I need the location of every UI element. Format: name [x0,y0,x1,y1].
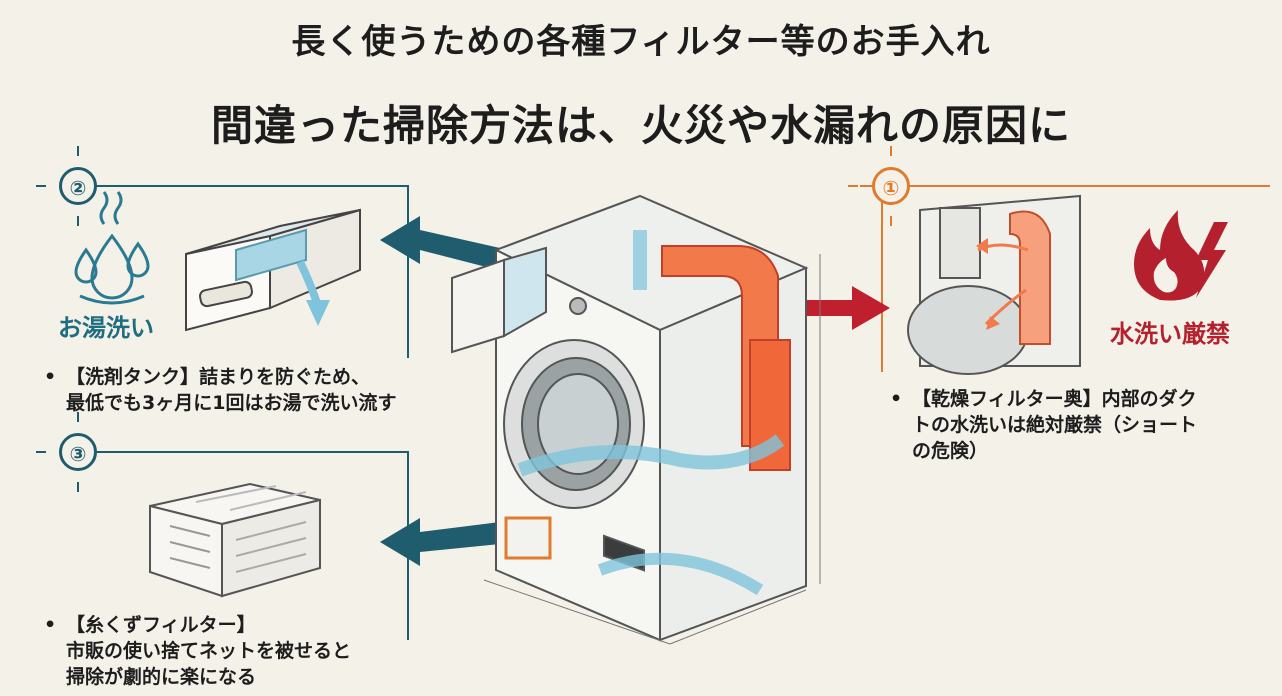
caption-line: 【糸くずフィルター】 [66,614,256,636]
bullet: • [44,366,57,388]
warning-headline: 間違った掃除方法は、火災や水漏れの原因に [210,101,1071,150]
flame-lightning-icon [1134,210,1228,301]
drying-duct-illustration [907,194,1081,375]
lint-filter-caption: • 【糸くずフィルター】 市販の使い捨てネットを被せると 掃除が劇的に楽になる [44,612,352,690]
detergent-tank-caption: • 【洗剤タンク】詰まりを防ぐため、 最低でも3ヶ月に1回はお湯で洗い流す [44,364,397,416]
caption-line: 【洗剤タンク】詰まりを防ぐため、 [66,366,371,388]
no-water-wash-label: 水洗い厳禁 [1110,320,1230,348]
arrow-to-lint-filter [380,518,500,566]
connector-lines [36,146,1270,640]
caption-line: トの水洗いは絶対厳禁（ショート [912,414,1198,436]
main-title: 長く使うための各種フィルター等のお手入れ [291,22,991,62]
section-number-2: ② [59,167,97,205]
water-drops-steam-icon [74,191,150,305]
hot-water-wash-label: お湯洗い [58,314,154,342]
bullet: • [44,614,57,636]
caption-line: 市販の使い捨てネットを被せると [66,640,352,662]
caption-line: 最低でも3ヶ月に1回はお湯で洗い流す [66,392,397,414]
section-number-3: ③ [59,433,97,471]
detergent-drawer-illustration [185,208,361,332]
caption-line: 掃除が劇的に楽になる [66,666,257,688]
drying-filter-caption: • 【乾燥フィルター奥】内部のダク トの水洗いは絶対厳禁（ショート の危険） [890,386,1198,464]
washing-machine-illustration [451,194,821,645]
section-number-1: ① [872,167,910,205]
caption-line: の危険） [912,440,989,462]
arrow-to-duct [790,286,890,330]
arrow-to-detergent [380,216,500,270]
caption-line: 【乾燥フィルター奥】内部のダク [912,388,1197,410]
lint-filter-illustration [149,482,321,598]
bullet: • [890,388,903,410]
